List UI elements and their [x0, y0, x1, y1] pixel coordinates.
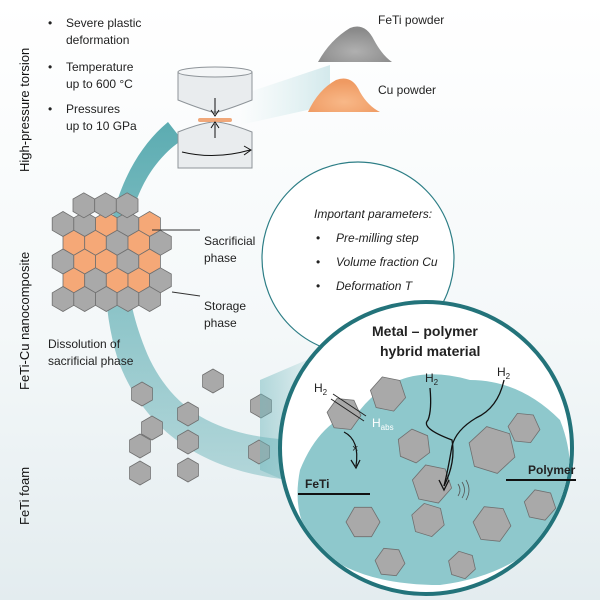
feti-grain [369, 376, 407, 412]
feti-grain [472, 506, 512, 542]
foam-grain [177, 457, 199, 483]
feti-grain [72, 192, 96, 219]
bullet-dot: • [316, 231, 320, 245]
side-label-hpt: High-pressure torsion [17, 48, 32, 172]
feti-grain [397, 428, 431, 464]
foam-grain [177, 401, 199, 427]
bullet-dot: • [316, 279, 320, 293]
hpt-bullet-list: • Severe plastic deformation • Temperatu… [48, 16, 141, 133]
feti-phase-label: FeTi [305, 477, 329, 491]
bullet-2-line-1: Temperature [66, 60, 134, 74]
storage-leader-line [171, 291, 201, 297]
h2-adsorption-arrow [330, 393, 367, 422]
hybrid-title-line-1: Metal – polymer [372, 323, 478, 339]
feti-powder-label: FeTi powder [378, 13, 444, 27]
hybrid-grain-cluster [326, 376, 557, 580]
bullet-3-line-1: Pressures [66, 102, 120, 116]
foam-grain [129, 433, 151, 459]
bullet-1-line-2: deformation [66, 33, 129, 47]
feti-grain [138, 286, 161, 312]
storage-label-line-1: Storage [204, 299, 246, 313]
bullet-dot: • [48, 102, 52, 116]
bullet-1-line-1: Severe plastic [66, 16, 141, 30]
foam-grain [129, 460, 151, 486]
h2-diffusion-path-middle [425, 387, 454, 487]
parameter-item-2: Volume fraction Cu [336, 255, 438, 269]
hybrid-title-line-2: hybrid material [380, 343, 480, 359]
bullet-dot: • [48, 16, 52, 30]
parameter-item-3: Deformation T [336, 279, 414, 293]
foam-grain [177, 429, 199, 455]
habs-label: Habs [372, 416, 394, 432]
sacrificial-label-line-1: Sacrificial [204, 234, 255, 248]
side-label-nanocomposite: FeTi-Cu nanocomposite [17, 252, 32, 390]
feti-grain [411, 502, 445, 538]
bullet-2-line-2: up to 600 °C [66, 77, 133, 91]
foam-grain [202, 368, 224, 394]
feti-powder-pile-icon [318, 26, 392, 62]
storage-label-line-2: phase [204, 316, 237, 330]
parameters-title: Important parameters: [314, 207, 432, 221]
feti-grain [326, 398, 362, 430]
h2-diffusion-path-right [443, 379, 505, 487]
feti-grain [411, 464, 453, 504]
h2-label-right: H2 [497, 365, 511, 381]
feti-grain [374, 547, 406, 577]
side-label-foam: FeTi foam [17, 467, 32, 525]
feti-grain [448, 550, 476, 580]
blocked-mark: × [352, 443, 358, 455]
cu-powder-pile-icon [308, 78, 380, 112]
powder-beam [240, 65, 330, 125]
foam-grain [131, 381, 153, 407]
h2-label-middle: H2 [425, 371, 439, 387]
hpt-anvil-icon [177, 66, 253, 169]
bullet-dot: • [316, 255, 320, 269]
dissolution-label-line-1: Dissolution of [48, 337, 121, 351]
parameter-item-1: Pre-milling step [336, 231, 419, 245]
polymer-phase-label: Polymer [528, 463, 576, 477]
nanocomposite-grain-cluster [51, 192, 172, 312]
h2-label-left: H2 [314, 381, 328, 397]
feti-grain [507, 412, 541, 444]
feti-grain [468, 426, 516, 474]
feti-grain [115, 192, 139, 219]
cu-powder-label: Cu powder [378, 83, 436, 97]
feti-grain [345, 506, 381, 538]
dissolution-label-line-2: sacrificial phase [48, 354, 134, 368]
blocked-diffusion-arrow: × [343, 431, 361, 470]
vibration-waves-icon [457, 479, 470, 501]
bullet-dot: • [48, 60, 52, 74]
foam-grain [141, 415, 163, 441]
sacrificial-label-line-2: phase [204, 251, 237, 265]
bullet-3-line-2: up to 10 GPa [66, 119, 137, 133]
h2-arrowhead [438, 479, 450, 492]
feti-grain [94, 192, 117, 219]
feti-grain [523, 489, 557, 521]
